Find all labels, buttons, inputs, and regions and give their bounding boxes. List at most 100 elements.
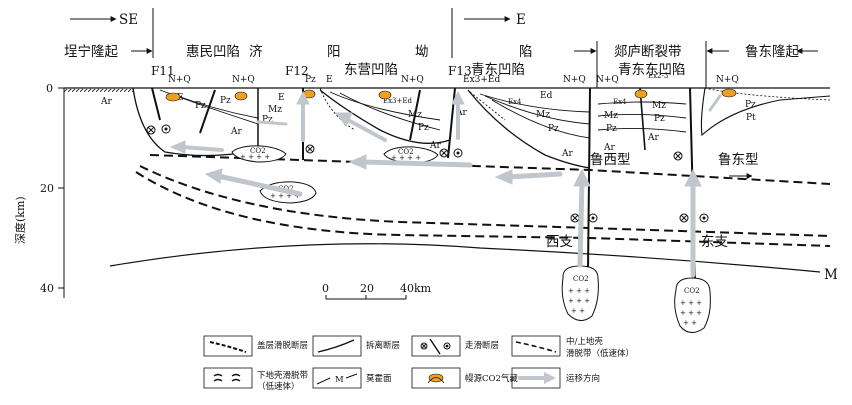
region-ji: 济	[249, 44, 263, 60]
svg-text:+ +: + +	[683, 319, 697, 327]
stratum-ex4-qingdong: Ex4	[508, 98, 522, 106]
legend-item-cap-detachment: 盖层滑脱断层	[204, 336, 308, 356]
west-branch-label: 西支	[546, 234, 574, 250]
stratum-nq-3: N+Q	[401, 75, 424, 85]
direction-e-label: E	[516, 12, 526, 28]
legend-item-strike-slip: 走滑断层	[412, 336, 499, 356]
lower-crust-icon	[214, 375, 240, 382]
huimin-inner-fault	[200, 90, 215, 133]
region-xian: 陷	[519, 44, 533, 60]
svg-text:滑脱带（低速体）: 滑脱带（低速体）	[566, 348, 634, 359]
svg-text:+ + +: + + +	[568, 287, 590, 295]
stratum-pz-tanlu-1: Pz	[654, 114, 665, 124]
stratum-nq-4: N+Q	[563, 75, 586, 85]
region-tanlu-fault-zone: 郯庐断裂带	[614, 44, 682, 60]
depth-tick-20: 20	[40, 182, 54, 195]
stratum-ar-huimin: Ar	[230, 127, 242, 137]
svg-text:CO2: CO2	[573, 275, 589, 283]
depth-axis: 0 20 40 深度(km)	[13, 82, 64, 298]
svg-text:+ + +: + + +	[680, 309, 702, 317]
legend-item-detachment-fault: 拆离断层	[313, 336, 400, 356]
stratum-mz-tanlu-1: Mz	[652, 101, 666, 111]
region-chengning-uplift: 埕宁隆起	[64, 43, 118, 60]
moho-label: M	[824, 267, 838, 283]
mid-upper-crust-icon	[516, 342, 556, 352]
stratum-nq-2: N+Q	[232, 75, 255, 85]
svg-text:莫霍面: 莫霍面	[366, 373, 392, 384]
co2-gas-reservoir-2	[235, 92, 247, 100]
depth-tick-40: 40	[40, 282, 54, 295]
detachment-fault-icon	[318, 340, 354, 352]
stratum-ar-dongying: Ar	[429, 141, 441, 151]
svg-text:（低速体）: （低速体）	[257, 381, 300, 392]
svg-text:+ + +: + + +	[680, 299, 702, 307]
svg-text:走滑断层: 走滑断层	[465, 340, 499, 351]
strike-slip-markers	[147, 125, 708, 222]
basement-hatch-left	[64, 89, 134, 92]
stratum-pz-f12: Pz	[305, 75, 316, 85]
legend-item-moho: M 莫霍面	[313, 368, 392, 388]
legend-item-lower-crust: 下地壳滑脱带 （低速体）	[204, 368, 309, 392]
fault-f11-trace	[152, 88, 160, 120]
stratum-mz-huimin: Mz	[268, 105, 282, 115]
stratum-e-huimin-east: E	[278, 93, 285, 103]
svg-text:中/上地壳: 中/上地壳	[566, 336, 603, 347]
stratum-ed-qingdong: Ed	[540, 91, 553, 101]
co2-body-huimin: CO2 + + + +	[232, 146, 286, 162]
direction-arrow-se: SE	[70, 12, 138, 28]
luxi-type-label: 鲁西型	[590, 152, 631, 168]
direction-arrow-e: E	[464, 12, 526, 28]
stratum-e-f12: E	[326, 75, 333, 85]
svg-text:+ + + +: + + + +	[240, 153, 270, 161]
stratum-pz-huimin-2: Pz	[220, 96, 231, 106]
co2-gas-reservoir-1	[166, 93, 180, 101]
co2-mantle-source-west: CO2 + + + + + + + +	[562, 266, 598, 321]
legend: 盖层滑脱断层 拆离断层 走滑断层 中/上地壳 滑脱带（低速体）	[204, 336, 634, 392]
fault-f13-trace	[448, 88, 455, 158]
co2-reservoir-icon	[428, 374, 444, 383]
region-ao: 坳	[415, 44, 429, 60]
svg-text:幔源CO2气藏: 幔源CO2气藏	[465, 373, 518, 384]
stratum-ar-tanlu: Ar	[647, 133, 659, 143]
co2-gas-reservoir-4	[379, 91, 391, 99]
depth-tick-0: 0	[46, 82, 53, 95]
lower-crust-detachment-1	[140, 166, 830, 236]
region-yang: 阳	[327, 44, 341, 60]
legend-item-co2-reservoir: 幔源CO2气藏	[412, 368, 518, 388]
svg-text:+ +: + +	[571, 307, 585, 315]
svg-text:CO2: CO2	[684, 287, 700, 295]
scale-tick-20: 20	[360, 282, 374, 295]
east-branch-label: 东支	[701, 234, 729, 250]
cap-detachment-icon	[210, 342, 246, 352]
stratum-pt-ludong: Pt	[746, 113, 756, 123]
region-huimin-sag: 惠民凹陷	[186, 44, 240, 60]
co2-gas-reservoir-5	[635, 90, 647, 98]
legend-item-mid-upper-crust: 中/上地壳 滑脱带（低速体）	[512, 336, 634, 359]
stratum-ex2-3: Ex2-3	[648, 72, 668, 80]
svg-text:运移方向: 运移方向	[566, 373, 600, 384]
svg-text:+ + +: + + +	[568, 297, 590, 305]
stratum-ex3ed-top: Ex3+Ed	[463, 75, 500, 85]
stratum-pz-huimin: Pz	[195, 101, 206, 111]
region-ludong-uplift: 鲁东隆起	[745, 44, 799, 60]
co2-mantle-source-east: CO2 + + + + + + + +	[675, 278, 711, 333]
tanlu-fault-west	[588, 88, 590, 270]
ludong-type-label: 鲁东型	[718, 152, 759, 168]
stratum-mz-qingdong: Mz	[536, 110, 550, 120]
stratum-pz-tanlu-2: Pz	[606, 124, 617, 134]
stratum-ar-qingdong: Ar	[561, 149, 573, 159]
scale-tick-40: 40km	[400, 282, 432, 295]
migration-arrow-icon	[520, 372, 556, 384]
svg-text:下地壳滑脱带: 下地壳滑脱带	[257, 370, 309, 381]
region-dongying-sag: 东营凹陷	[344, 62, 398, 78]
svg-text:M: M	[335, 375, 344, 385]
scale-tick-0: 0	[322, 282, 329, 295]
stratum-nq-1: N+Q	[168, 75, 191, 85]
stratum-ex4-tanlu: Ex4	[613, 98, 627, 106]
scale-bar: 0 20 40km	[322, 282, 432, 299]
legend-item-migration: 运移方向	[512, 368, 600, 388]
stratum-mz-dongying: Mz	[408, 110, 422, 120]
stratum-pz-qingdong: Pz	[548, 124, 559, 134]
